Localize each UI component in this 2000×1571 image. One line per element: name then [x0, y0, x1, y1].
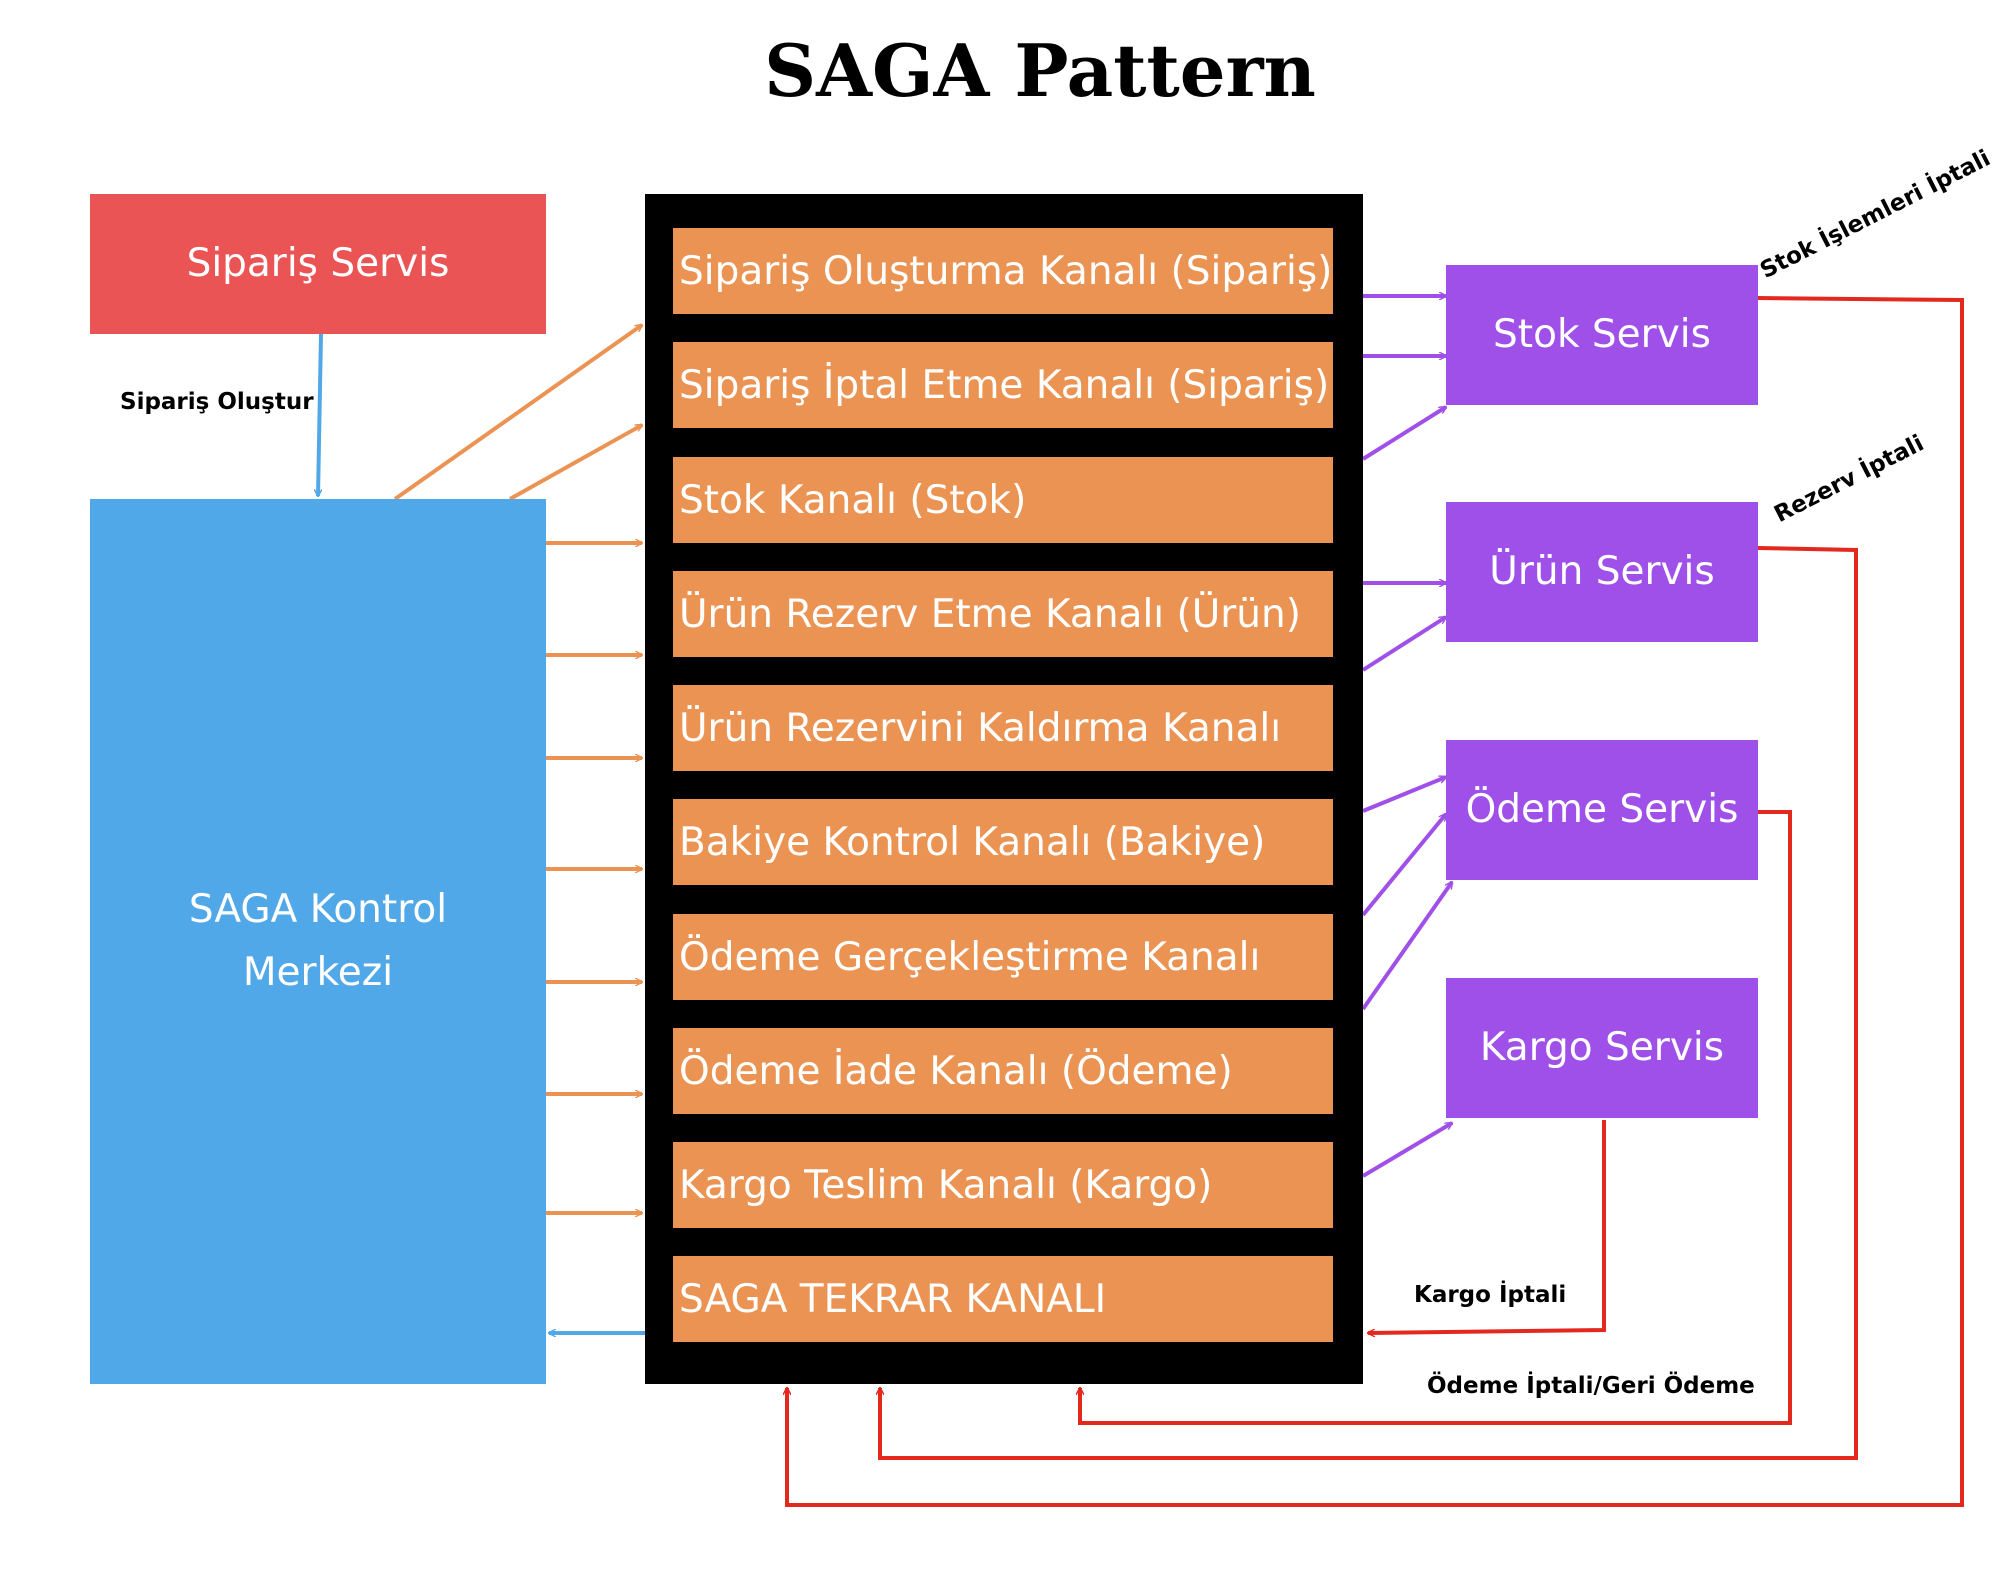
odeme-iptali-label: Ödeme İptali/Geri Ödeme	[1427, 1373, 1755, 1399]
saga-kontrol-box: SAGA Kontrol Merkezi	[90, 499, 546, 1384]
odeme-servis-label: Ödeme Servis	[1465, 786, 1739, 832]
stok-servis-box: Stok Servis	[1446, 265, 1758, 405]
purple-arrows	[1361, 296, 1452, 1178]
orange-arrows	[393, 323, 642, 1213]
red-compensation-arrows	[787, 296, 1964, 1507]
channel-siparis-olusturma: Sipariş Oluşturma Kanalı (Sipariş)	[673, 228, 1333, 314]
channel-stok: Stok Kanalı (Stok)	[673, 457, 1333, 543]
page-title: SAGA Pattern	[764, 28, 1316, 113]
channel-odeme-iade: Ödeme İade Kanalı (Ödeme)	[673, 1028, 1333, 1114]
channel-kargo-teslim: Kargo Teslim Kanalı (Kargo)	[673, 1142, 1333, 1228]
channel-siparis-iptal: Sipariş İptal Etme Kanalı (Sipariş)	[673, 342, 1333, 428]
kargo-servis-label: Kargo Servis	[1479, 1024, 1725, 1070]
kargo-iptali-label: Kargo İptali	[1414, 1282, 1567, 1308]
urun-servis-label: Ürün Servis	[1489, 548, 1715, 594]
channel-container: Sipariş Oluşturma Kanalı (Sipariş) Sipar…	[645, 194, 1363, 1384]
channel-urun-rezerv: Ürün Rezerv Etme Kanalı (Ürün)	[673, 571, 1333, 657]
saga-kontrol-label: SAGA Kontrol Merkezi	[188, 887, 448, 995]
odeme-servis-box: Ödeme Servis	[1446, 740, 1758, 880]
channel-odeme-gerceklestirme: Ödeme Gerçekleştirme Kanalı	[673, 914, 1333, 1000]
stok-servis-label: Stok Servis	[1493, 311, 1711, 357]
arrow-siparis-to-saga	[318, 333, 323, 496]
channel-urun-rezerv-kaldirma: Ürün Rezervini Kaldırma Kanalı	[673, 685, 1333, 771]
urun-servis-box: Ürün Servis	[1446, 502, 1758, 642]
siparis-olustur-label: Sipariş Oluştur	[120, 389, 314, 415]
kargo-servis-box: Kargo Servis	[1446, 978, 1758, 1118]
channel-saga-tekrar: SAGA TEKRAR KANALI	[673, 1256, 1333, 1342]
siparis-servis-box: Sipariş Servis	[90, 194, 546, 334]
channel-bakiye-kontrol: Bakiye Kontrol Kanalı (Bakiye)	[673, 799, 1333, 885]
siparis-servis-label: Sipariş Servis	[186, 240, 450, 286]
